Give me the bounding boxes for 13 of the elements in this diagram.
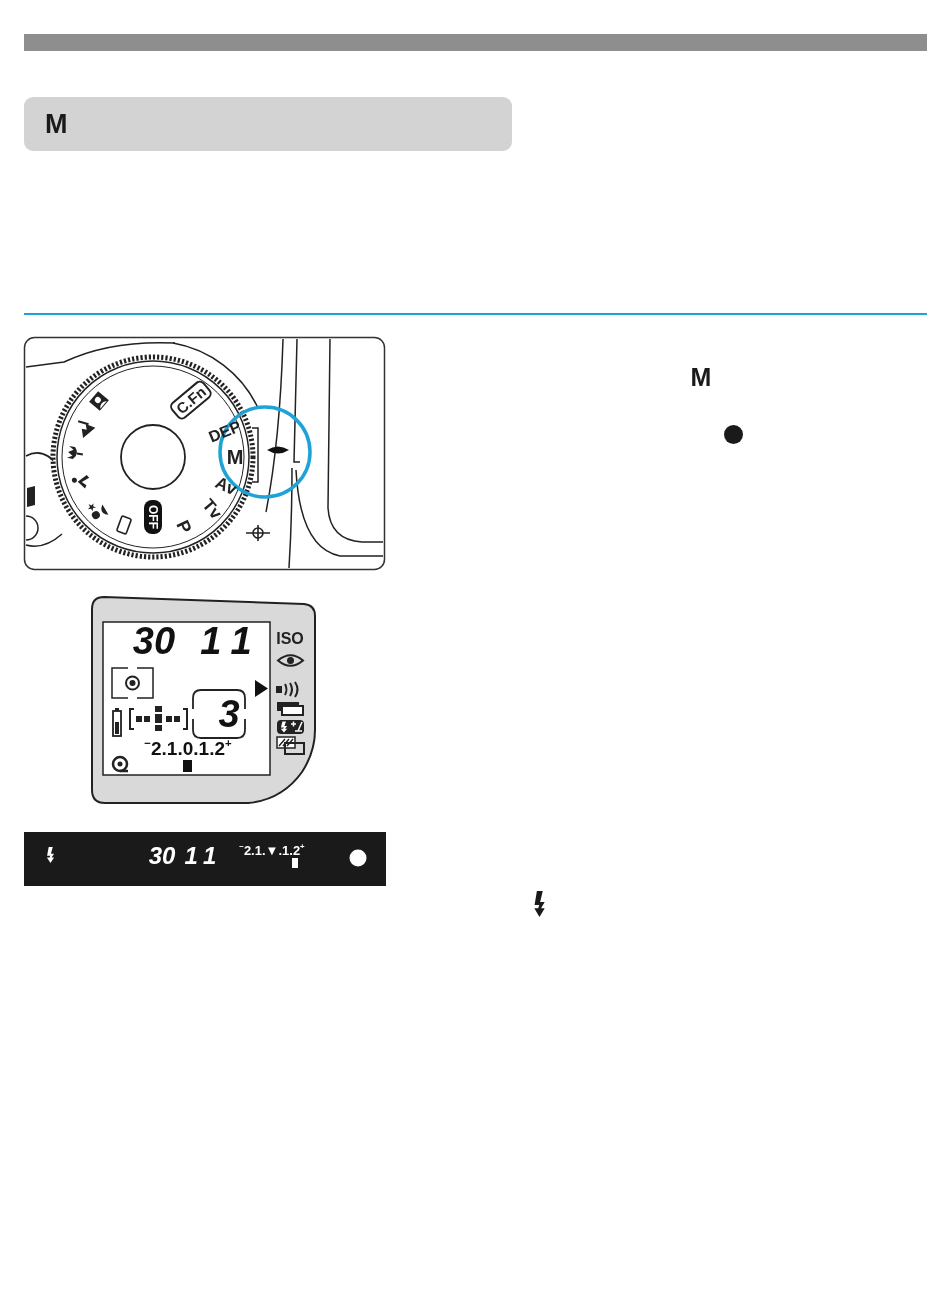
dial-marking: M	[226, 447, 244, 467]
dial-marking: P	[173, 517, 195, 537]
lcd-label: ISO	[276, 631, 304, 647]
exposure-scale: $^{−}$2.1.0.1.2$^{+}$	[144, 738, 232, 758]
lcd-digits: 3	[218, 695, 240, 733]
mode-letter: M	[690, 364, 712, 390]
section-title: M	[45, 111, 68, 138]
lcd-digits: 30	[132, 622, 176, 660]
viewfinder-digits: 30	[148, 844, 176, 868]
exposure-scale: $^{−}$2.1.▼.1.2$^{+}$	[239, 843, 305, 857]
dial-marking: OFF	[144, 500, 162, 534]
lcd-digits: 11	[200, 622, 264, 660]
viewfinder-digits: 11	[184, 844, 224, 868]
